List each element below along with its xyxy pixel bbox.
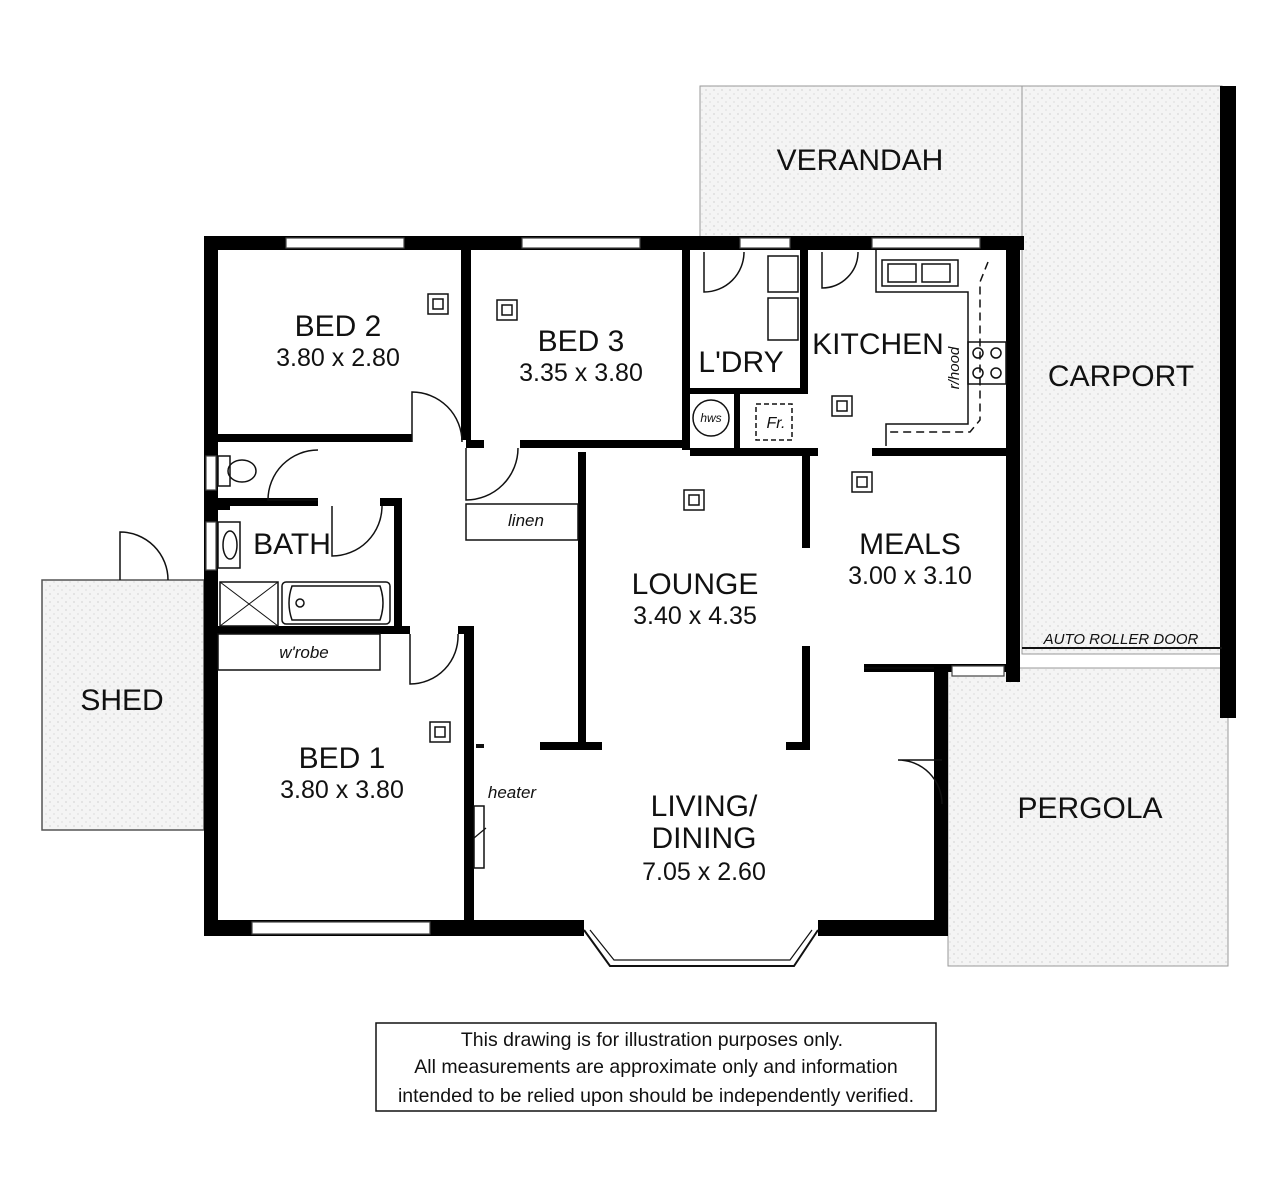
- windows: [205, 237, 1005, 935]
- living-label-line1: LIVING/: [651, 790, 758, 823]
- living-label-line2: DINING: [652, 822, 757, 855]
- living-size: 7.05 x 2.60: [642, 858, 766, 886]
- doors: [119, 251, 943, 805]
- ceiling-light-icon: [683, 489, 705, 511]
- carport-wall: [1220, 86, 1236, 718]
- kitchen-sink: [881, 259, 959, 287]
- room-labels: VERANDAH CARPORT AUTO ROLLER DOOR PERGOL…: [80, 144, 1198, 886]
- ceiling-light-icon: [496, 299, 518, 321]
- fixture-labels: linen w'robe heater hws Fr. r/hood: [279, 346, 963, 802]
- fridge-space: [755, 403, 793, 441]
- cooktop: [967, 341, 1007, 385]
- disclaimer-box: This drawing is for illustration purpose…: [375, 1022, 937, 1112]
- bathtub: [281, 581, 391, 625]
- ceiling-fixtures: [427, 293, 873, 743]
- meals-size: 3.00 x 3.10: [848, 562, 972, 590]
- bath-label: BATH: [253, 528, 331, 561]
- bay-window: [583, 929, 819, 967]
- linen-cupboard: [465, 503, 579, 541]
- pergola-label: PERGOLA: [1017, 792, 1162, 825]
- carport-area: [1021, 85, 1223, 655]
- fixtures: [217, 250, 1007, 869]
- pergola-area: [947, 667, 1229, 967]
- carport-label: CARPORT: [1048, 360, 1194, 393]
- bed3-size: 3.35 x 3.80: [519, 359, 643, 387]
- disclaimer-line2: All measurements are approximate only an…: [414, 1056, 897, 1078]
- rangehood-label: r/hood: [946, 346, 963, 389]
- ceiling-light-icon: [851, 471, 873, 493]
- shower: [219, 581, 279, 627]
- verandah-label: VERANDAH: [777, 144, 944, 177]
- laundry-trough: [767, 255, 799, 293]
- interior-walls: [218, 250, 1008, 920]
- ceiling-light-icon: [831, 395, 853, 417]
- bed1-label: BED 1: [299, 742, 386, 775]
- kitchen-label: KITCHEN: [812, 328, 944, 361]
- bed3-label: BED 3: [538, 325, 625, 358]
- ceiling-light-icon: [429, 721, 451, 743]
- shed-label: SHED: [80, 684, 163, 717]
- laundry-label: L'DRY: [698, 346, 783, 379]
- bed1-size: 3.80 x 3.80: [280, 776, 404, 804]
- heater-label: heater: [488, 783, 538, 802]
- lounge-label: LOUNGE: [632, 568, 759, 601]
- verandah-area: [699, 85, 1023, 239]
- linen-label: linen: [508, 511, 544, 530]
- fridge-label: Fr.: [767, 415, 786, 432]
- hws-label: hws: [700, 411, 721, 425]
- shed-area: [41, 579, 205, 831]
- meals-label: MEALS: [859, 528, 961, 561]
- ceiling-light-icon: [427, 293, 449, 315]
- bed2-label: BED 2: [295, 310, 382, 343]
- disclaimer-line1: This drawing is for illustration purpose…: [461, 1029, 843, 1051]
- wardrobe: [217, 633, 381, 671]
- wrobe-label: w'robe: [279, 643, 329, 662]
- roller-door-label: AUTO ROLLER DOOR: [1043, 631, 1199, 648]
- lounge-size: 3.40 x 4.35: [633, 602, 757, 630]
- bathroom-basin: [217, 521, 241, 569]
- disclaimer-line3: intended to be relied upon should be ind…: [398, 1085, 914, 1107]
- toilet: [217, 455, 231, 487]
- bed2-size: 3.80 x 2.80: [276, 344, 400, 372]
- heater-unit: [473, 805, 485, 869]
- outdoor-areas: [41, 85, 1229, 967]
- hot-water-system: [692, 399, 730, 437]
